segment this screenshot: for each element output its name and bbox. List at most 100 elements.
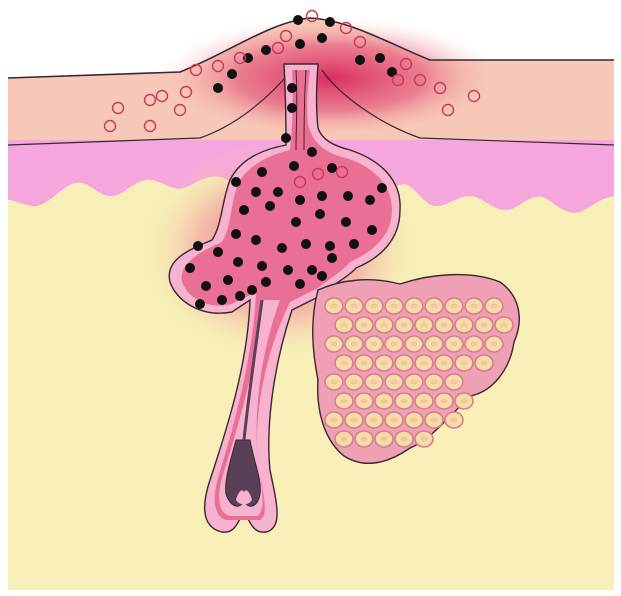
gland-cell-nucleus	[451, 418, 458, 423]
bacterium-icon	[317, 271, 327, 281]
gland-cell-nucleus	[461, 361, 468, 366]
bacterium-icon	[281, 133, 291, 143]
bacterium-icon	[317, 33, 327, 43]
bacterium-icon	[307, 265, 317, 275]
gland-cell-nucleus	[341, 323, 348, 328]
bacterium-icon	[195, 299, 205, 309]
gland-cell-nucleus	[421, 361, 428, 366]
gland-cell-nucleus	[421, 437, 428, 442]
bacterium-icon	[327, 163, 337, 173]
bacterium-icon	[365, 195, 375, 205]
bacterium-icon	[291, 217, 301, 227]
inflamed-area-surface	[160, 12, 500, 132]
gland-cell-nucleus	[441, 361, 448, 366]
gland-cell-nucleus	[351, 380, 358, 385]
gland-cell-nucleus	[371, 342, 378, 347]
bacterium-icon	[277, 243, 287, 253]
bacterium-icon	[233, 257, 243, 267]
bacterium-icon	[201, 281, 211, 291]
gland-cell-nucleus	[381, 361, 388, 366]
gland-cell-nucleus	[441, 323, 448, 328]
gland-cell-nucleus	[401, 399, 408, 404]
gland-cell-nucleus	[461, 399, 468, 404]
gland-cell-nucleus	[411, 380, 418, 385]
gland-cell-nucleus	[371, 304, 378, 309]
bacterium-icon	[287, 83, 297, 93]
bacterium-icon	[265, 201, 275, 211]
gland-cell-nucleus	[341, 361, 348, 366]
bacterium-icon	[375, 53, 385, 63]
bacterium-icon	[289, 161, 299, 171]
gland-cell-nucleus	[401, 437, 408, 442]
gland-cell-nucleus	[371, 418, 378, 423]
bacterium-icon	[193, 241, 203, 251]
gland-cell-nucleus	[481, 323, 488, 328]
gland-cell-nucleus	[331, 418, 338, 423]
bacterium-icon	[355, 55, 365, 65]
bacterium-icon	[251, 187, 261, 197]
bacterium-icon	[227, 69, 237, 79]
bacterium-icon	[343, 191, 353, 201]
gland-cell-nucleus	[481, 361, 488, 366]
bacterium-icon	[261, 277, 271, 287]
bacterium-icon	[261, 45, 271, 55]
gland-cell-nucleus	[451, 380, 458, 385]
gland-cell-nucleus	[471, 304, 478, 309]
gland-cell-nucleus	[391, 342, 398, 347]
bacterium-icon	[247, 285, 257, 295]
bacterium-icon	[295, 279, 305, 289]
bacterium-icon	[239, 205, 249, 215]
bacterium-icon	[287, 103, 297, 113]
bacterium-icon	[295, 39, 305, 49]
gland-cell-nucleus	[351, 418, 358, 423]
gland-cell-nucleus	[461, 323, 468, 328]
gland-cell-nucleus	[421, 323, 428, 328]
gland-cell-nucleus	[411, 304, 418, 309]
gland-cell-nucleus	[361, 399, 368, 404]
bacterium-icon	[231, 229, 241, 239]
gland-cell-nucleus	[361, 323, 368, 328]
gland-cell-nucleus	[391, 304, 398, 309]
gland-cell-nucleus	[471, 342, 478, 347]
bacterium-icon	[317, 191, 327, 201]
gland-cell-nucleus	[381, 437, 388, 442]
gland-cell-nucleus	[381, 399, 388, 404]
bacterium-icon	[257, 167, 267, 177]
bacterium-icon	[213, 83, 223, 93]
bacterium-icon	[325, 17, 335, 27]
bacterium-icon	[223, 275, 233, 285]
gland-cell-nucleus	[431, 304, 438, 309]
gland-cell-nucleus	[351, 304, 358, 309]
gland-cell-nucleus	[501, 323, 508, 328]
gland-cell-nucleus	[331, 342, 338, 347]
gland-cell-nucleus	[451, 304, 458, 309]
gland-cell-nucleus	[411, 342, 418, 347]
gland-cell-nucleus	[441, 399, 448, 404]
gland-cell-nucleus	[431, 380, 438, 385]
bacterium-icon	[349, 239, 359, 249]
gland-cell-nucleus	[341, 399, 348, 404]
bacterium-icon	[185, 263, 195, 273]
gland-cell-nucleus	[391, 418, 398, 423]
bacterium-icon	[341, 217, 351, 227]
gland-cell-nucleus	[331, 380, 338, 385]
bacterium-icon	[367, 225, 377, 235]
gland-cell-nucleus	[381, 323, 388, 328]
gland-cell-nucleus	[411, 418, 418, 423]
bacterium-icon	[235, 291, 245, 301]
bacterium-icon	[295, 195, 305, 205]
bacterium-icon	[293, 15, 303, 25]
gland-cell-nucleus	[401, 361, 408, 366]
gland-cell-nucleus	[361, 361, 368, 366]
gland-cell-nucleus	[431, 418, 438, 423]
bacterium-icon	[257, 261, 267, 271]
bacterium-icon	[315, 209, 325, 219]
gland-cell-nucleus	[341, 437, 348, 442]
bacterium-icon	[377, 183, 387, 193]
gland-cell-nucleus	[421, 399, 428, 404]
gland-cell-nucleus	[491, 342, 498, 347]
bacterium-icon	[301, 239, 311, 249]
bacterium-icon	[213, 247, 223, 257]
gland-cell-nucleus	[391, 380, 398, 385]
